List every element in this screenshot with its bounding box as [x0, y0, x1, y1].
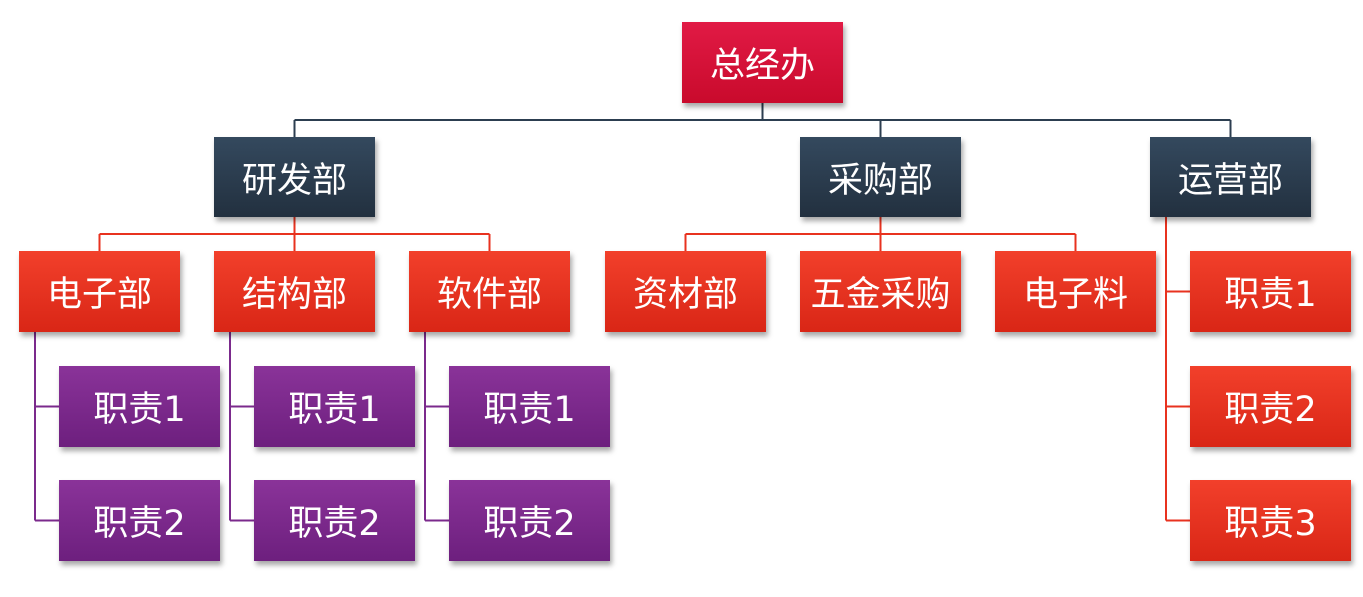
node-electronic-materials[interactable]: 电子料: [995, 251, 1156, 332]
connector-purchase-to-sections: [684, 217, 1077, 251]
node-rd-department[interactable]: 研发部: [214, 137, 375, 217]
node-hardware-purchase[interactable]: 五金采购: [800, 251, 961, 332]
root-connector-lines: [293, 103, 1232, 137]
node-structure-duty-2[interactable]: 职责2: [254, 480, 415, 561]
node-electronics-duty-2[interactable]: 职责2: [59, 480, 220, 561]
node-electronics-section[interactable]: 电子部: [19, 251, 180, 332]
node-software-duty-2[interactable]: 职责2: [449, 480, 610, 561]
connector-root-to-departments: [293, 103, 1232, 137]
node-software-duty-1[interactable]: 职责1: [449, 366, 610, 447]
node-structure-duty-1[interactable]: 职责1: [254, 366, 415, 447]
node-operations-duty-1[interactable]: 职责1: [1190, 251, 1351, 332]
connector-electronics-to-duties: [34, 332, 59, 522]
node-materials-section[interactable]: 资材部: [605, 251, 766, 332]
node-structure-section[interactable]: 结构部: [214, 251, 375, 332]
connector-operations-to-duties: [1165, 217, 1190, 522]
node-purchase-department[interactable]: 采购部: [800, 137, 961, 217]
connector-software-to-duties: [424, 332, 449, 522]
node-operations-duty-2[interactable]: 职责2: [1190, 366, 1351, 447]
connector-rd-to-sections: [98, 217, 491, 251]
node-software-section[interactable]: 软件部: [409, 251, 570, 332]
node-general-office[interactable]: 总经办: [682, 22, 843, 103]
duty-connector-lines: [34, 332, 449, 522]
node-operations-duty-3[interactable]: 职责3: [1190, 480, 1351, 561]
department-connector-lines: [98, 217, 1190, 522]
node-operations-department[interactable]: 运营部: [1150, 137, 1311, 217]
connector-structure-to-duties: [229, 332, 254, 522]
node-electronics-duty-1[interactable]: 职责1: [59, 366, 220, 447]
